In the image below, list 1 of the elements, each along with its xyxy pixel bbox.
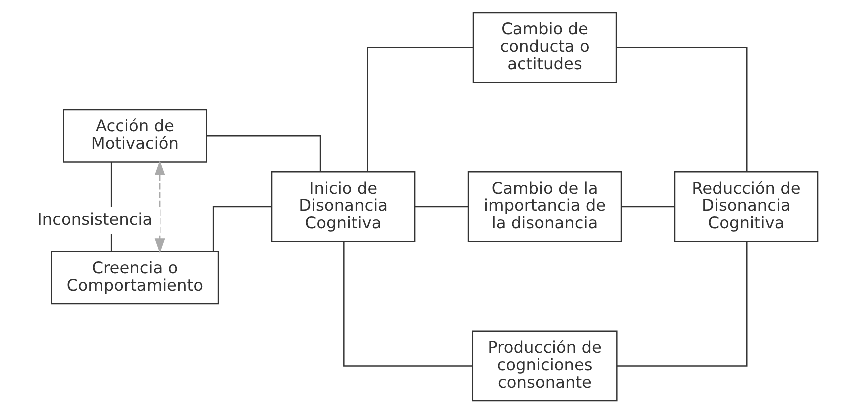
edge-label: Inconsistencia xyxy=(37,210,152,229)
